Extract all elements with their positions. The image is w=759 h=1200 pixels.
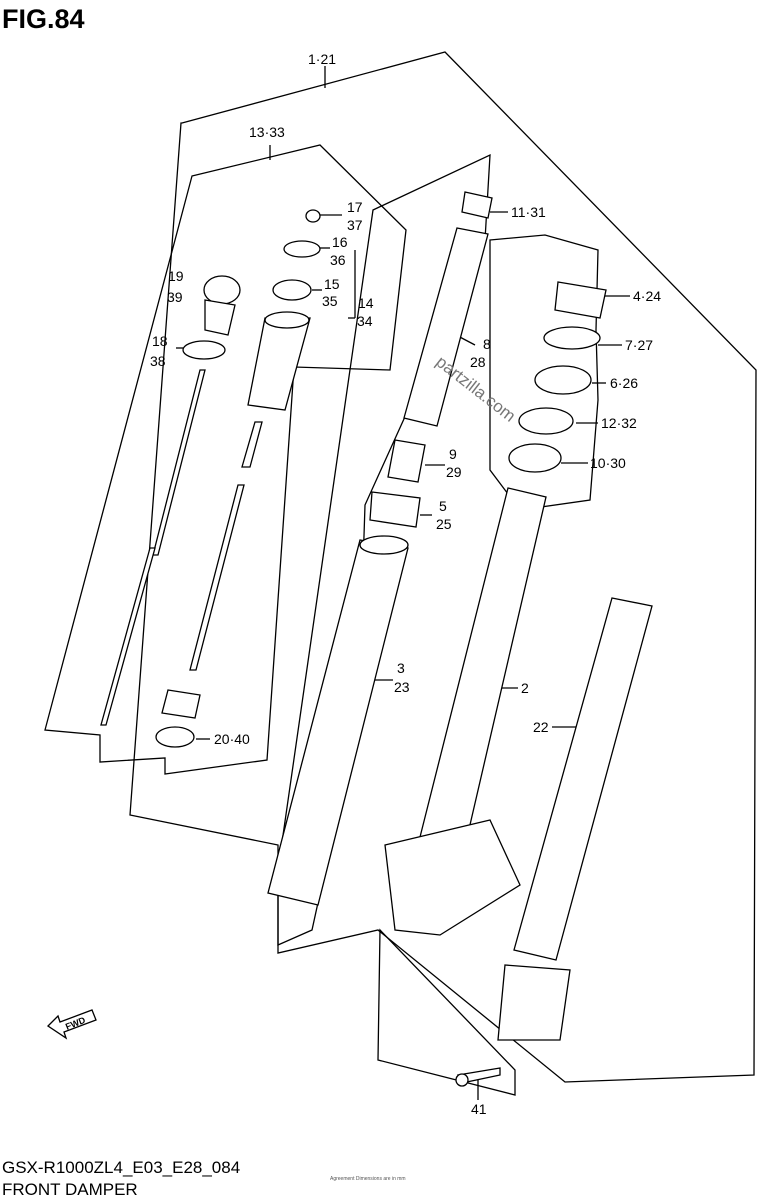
outer-tube-2 [417, 487, 547, 856]
callout-4-24: 4·24 [633, 288, 661, 304]
callout-11-31: 11·31 [511, 204, 546, 220]
cartridge-cylinder-14 [247, 317, 311, 411]
bushing-group-outline [489, 234, 599, 511]
callout-7-27: 7·27 [625, 337, 653, 353]
callout-38: 38 [150, 353, 166, 369]
outer-tube-22 [513, 597, 653, 961]
damper-rod [152, 369, 206, 556]
callout-20-40: 20·40 [214, 731, 250, 747]
callout-25: 25 [436, 516, 452, 532]
outer-assembly-outline [129, 51, 757, 1083]
stopper-ring-12 [518, 407, 574, 435]
o-ring-16 [283, 240, 321, 258]
nut-17 [305, 209, 321, 223]
adjuster-11 [461, 191, 493, 219]
piston-rod [189, 484, 245, 671]
callout-8: 8 [483, 336, 491, 352]
lower-boundary [377, 928, 516, 1096]
callout-2: 2 [521, 680, 529, 696]
callout-41: 41 [471, 1101, 487, 1117]
callout-12-32: 12·32 [601, 415, 637, 431]
callout-23: 23 [394, 679, 410, 695]
callout-29: 29 [446, 464, 462, 480]
washer-7 [543, 326, 601, 350]
bushing-4 [554, 281, 607, 319]
callout-9: 9 [449, 446, 457, 462]
callout-39: 39 [167, 289, 183, 305]
callout-10-30: 10·30 [590, 455, 626, 471]
dust-seal-10 [508, 443, 562, 473]
fwd-arrow-icon [46, 1009, 97, 1040]
callout-19: 19 [168, 268, 184, 284]
callout-13-33: 13·33 [249, 124, 285, 140]
piston-valve [161, 689, 201, 719]
callout-18: 18 [152, 333, 168, 349]
fwd-label: FWD [64, 1015, 87, 1032]
callout-22: 22 [533, 719, 549, 735]
callout-34: 34 [357, 313, 373, 329]
callout-35: 35 [322, 293, 338, 309]
callout-3: 3 [397, 660, 405, 676]
inner-assembly-outline [44, 144, 407, 775]
spacer-9 [387, 439, 426, 483]
figure-title: FIG.84 [2, 4, 85, 34]
callout-28: 28 [470, 354, 486, 370]
callout-16: 16 [332, 234, 348, 250]
footnote: Agreement Dimensions are in mm [330, 1176, 406, 1182]
callout-17: 17 [347, 199, 363, 215]
callout-6-26: 6·26 [610, 375, 638, 391]
fork-spring-8 [403, 227, 489, 427]
callout-5: 5 [439, 498, 447, 514]
small-spring [241, 421, 263, 468]
callout-36: 36 [330, 252, 346, 268]
callout-37: 37 [347, 217, 363, 233]
o-ring-15 [272, 279, 312, 301]
model-code: GSX-R1000ZL4_E03_E28_084 [2, 1158, 241, 1177]
bushing-5 [369, 491, 421, 528]
o-ring-18 [182, 340, 226, 360]
section-name: FRONT DAMPER [2, 1180, 138, 1199]
o-ring-20 [155, 726, 195, 748]
cap-bolt-19 [203, 275, 241, 305]
callout-15: 15 [324, 276, 340, 292]
outer-tube-bracket [384, 819, 521, 936]
callout-1-21: 1·21 [308, 51, 336, 67]
outer-tube-22-bracket [497, 964, 571, 1041]
oil-seal-6 [534, 365, 592, 395]
callout-14: 14 [358, 295, 374, 311]
